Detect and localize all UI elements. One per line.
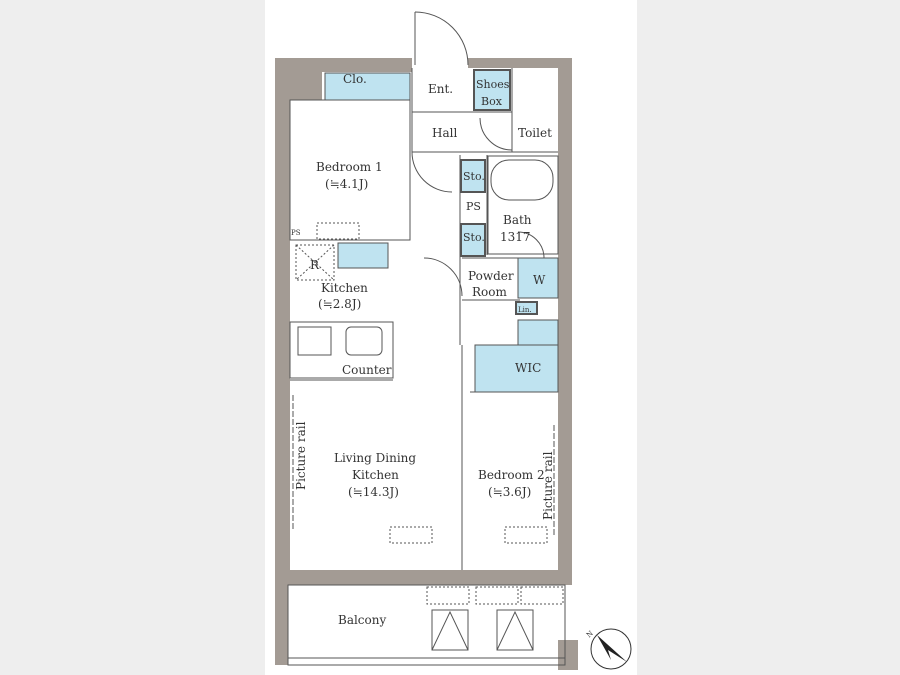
picture-rail-label-bedroom2: Picture rail: [541, 451, 555, 520]
closet-label: Clo.: [343, 72, 367, 86]
bedroom1-label: Bedroom 1: [316, 160, 383, 174]
shoes-box-label-1: Shoes: [476, 78, 510, 91]
storage-areas: [324, 69, 559, 393]
kitchen-size: (≒2.8J): [318, 297, 361, 311]
ldk-label-2: Kitchen: [352, 468, 399, 482]
ldk-size: (≒14.3J): [348, 485, 399, 499]
picture-rail-label-ldk: Picture rail: [294, 421, 308, 490]
powder-room-label-1: Powder: [468, 269, 514, 283]
shoes-box-label-2: Box: [481, 95, 503, 108]
walls: [275, 58, 578, 670]
bedroom1-size: (≒4.1J): [325, 177, 368, 191]
refrigerator-label: R: [310, 258, 320, 272]
bedroom2-label: Bedroom 2: [478, 468, 545, 482]
entrance-label: Ent.: [428, 82, 453, 96]
left-margin: [0, 0, 265, 675]
wic-label: WIC: [515, 361, 541, 375]
ldk-label-1: Living Dining: [334, 451, 416, 465]
linen-label: Lin.: [518, 306, 532, 314]
powder-room-label-2: Room: [472, 285, 507, 299]
ps-label: PS: [466, 200, 481, 213]
balcony-label: Balcony: [338, 613, 386, 627]
washer-label: W: [533, 273, 546, 287]
compass-icon: N: [585, 628, 632, 670]
bath-label: Bath: [503, 213, 532, 227]
compass-north-label: N: [585, 629, 595, 639]
entrance-door[interactable]: [414, 11, 469, 66]
counter-label: Counter: [342, 363, 392, 377]
storage-label-2: Sto.: [463, 231, 485, 244]
bedroom2-size: (≒3.6J): [488, 485, 531, 499]
storage-label-1: Sto.: [463, 170, 485, 183]
bath-size: 1317: [500, 230, 531, 244]
kitchen-label: Kitchen: [321, 281, 368, 295]
ps-label-bedroom1: PS: [291, 229, 301, 237]
hall-label: Hall: [432, 126, 457, 140]
toilet-label: Toilet: [518, 126, 552, 140]
right-margin: [637, 0, 900, 675]
